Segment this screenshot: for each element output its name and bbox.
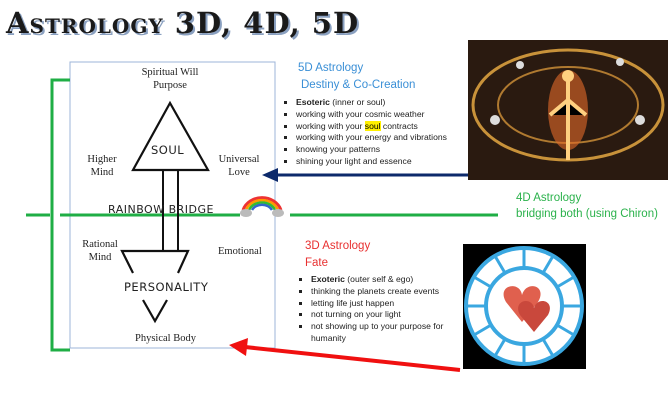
label-soul: SOUL bbox=[151, 143, 185, 157]
label-rainbow-bridge: RAINBOW BRIDGE bbox=[108, 203, 214, 216]
label-physical-body: Physical Body bbox=[135, 333, 196, 344]
list-item: Esoteric (inner or soul) bbox=[296, 97, 447, 109]
red-arrow bbox=[244, 345, 461, 372]
personality-point bbox=[142, 299, 168, 324]
personality-shape bbox=[120, 249, 190, 274]
green-bracket bbox=[50, 78, 70, 352]
label-personality: PERSONALITY bbox=[124, 280, 209, 294]
four-d-section: 4D Astrology bridging both (using Chiron… bbox=[516, 192, 658, 220]
list-item: knowing your patterns bbox=[296, 144, 447, 156]
cosmic-figure-image bbox=[468, 40, 668, 180]
soul-triangle bbox=[131, 100, 210, 172]
five-d-section: 5D Astrology Destiny & Co-Creation Esote… bbox=[296, 60, 447, 168]
list-item: working with your cosmic weather bbox=[296, 109, 447, 121]
list-item: letting life just happen bbox=[311, 298, 470, 310]
rainbow-icon bbox=[240, 196, 284, 217]
list-item: working with your energy and vibrations bbox=[296, 132, 447, 144]
list-item: shining your light and essence bbox=[296, 156, 447, 168]
list-item: not showing up to your purpose for human… bbox=[311, 321, 470, 345]
list-item: Exoteric (outer self & ego) bbox=[311, 274, 470, 286]
list-item: not turning on your light bbox=[311, 309, 470, 321]
bridge-columns bbox=[162, 170, 179, 251]
three-d-section: 3D Astrology Fate Exoteric (outer self &… bbox=[305, 238, 470, 345]
page-title: Astrology 3D, 4D, 5D bbox=[6, 6, 360, 40]
list-item: working with your soul contracts bbox=[296, 120, 447, 133]
label-emotional: Emotional bbox=[218, 246, 262, 257]
zodiac-wheel-image bbox=[463, 244, 586, 369]
list-item: thinking the planets create events bbox=[311, 286, 470, 298]
